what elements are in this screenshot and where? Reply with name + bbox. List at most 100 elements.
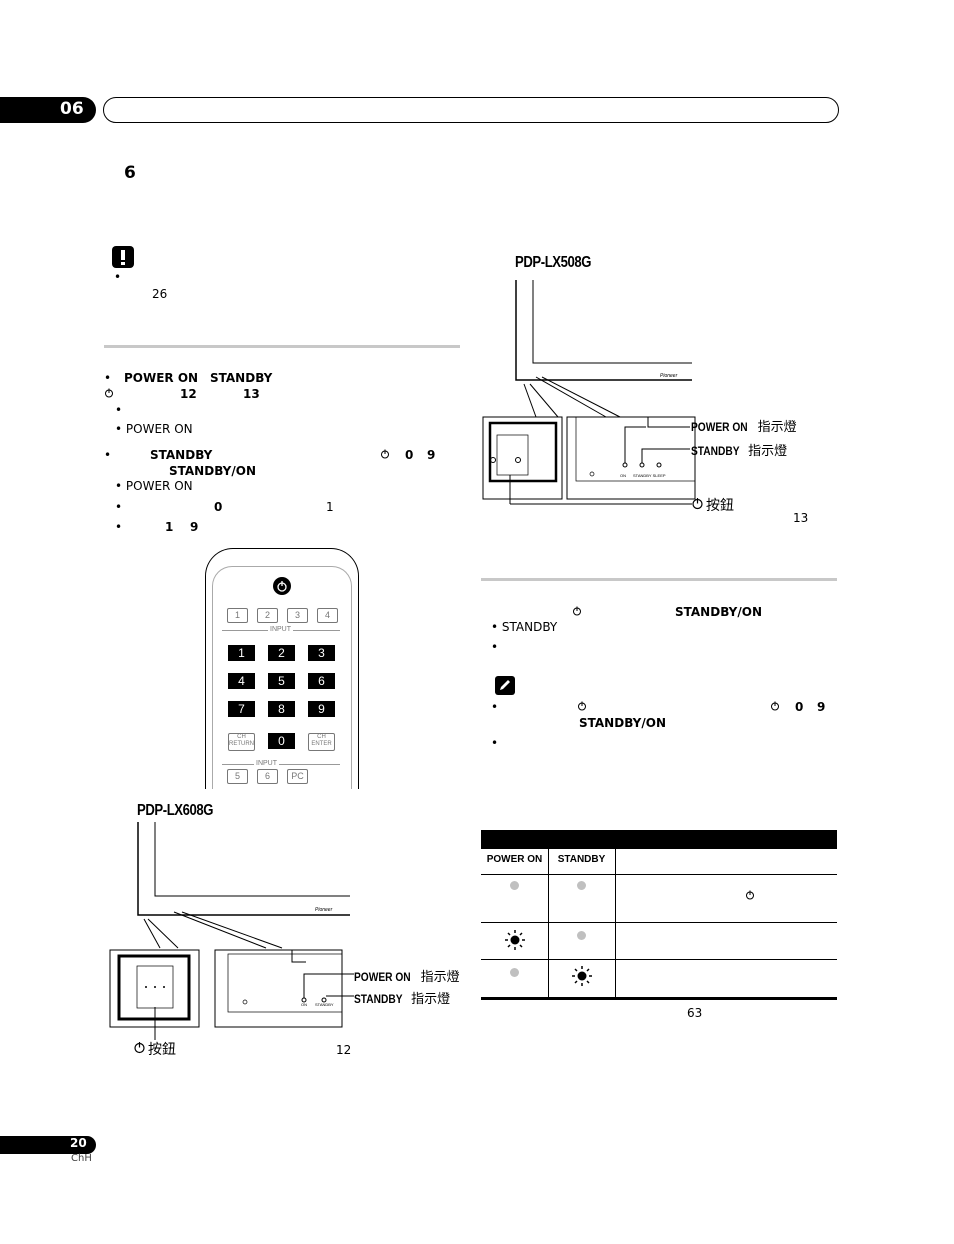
remote-ch-return[interactable]: CH RETURN — [228, 733, 255, 751]
bullet-6-zero: 0 — [214, 500, 223, 514]
bullet-3: • POWER ON — [115, 422, 193, 436]
remote-num-7[interactable]: 7 — [228, 701, 255, 717]
power-off-bullet-1: • STANDBY — [491, 620, 558, 634]
note-nine: 9 — [817, 700, 826, 714]
led-off-icon — [510, 968, 519, 977]
col-power-on: POWER ON — [486, 854, 543, 865]
chapter-title-bar — [103, 97, 839, 123]
important-bullet: • — [114, 270, 122, 284]
panel-standby-label: STANDBY — [315, 1002, 334, 1007]
remote-input-4[interactable]: 4 — [317, 608, 338, 623]
remote-num-9[interactable]: 9 — [308, 701, 335, 717]
bullet-5: • POWER ON — [115, 479, 193, 493]
remote-control — [205, 548, 359, 789]
brand-logo: Pioneer — [315, 907, 333, 913]
power-icon — [381, 449, 389, 459]
remote-input-6[interactable]: 6 — [257, 769, 278, 784]
remote-input-label-2: INPUT — [254, 760, 279, 767]
chapter-number: 06 — [60, 99, 84, 119]
bullet-1-ref-b: 13 — [243, 387, 260, 401]
remote-num-0[interactable]: 0 — [268, 733, 295, 749]
remote-input-1[interactable]: 1 — [227, 608, 248, 623]
bullet-4-zero: 0 — [405, 448, 414, 462]
lx608-diagram: Pioneer ON STANDBY — [109, 822, 354, 1040]
power-off-bullet-2: • — [491, 640, 499, 654]
remote-num-1[interactable]: 1 — [228, 645, 255, 661]
table-header-bar — [481, 830, 837, 849]
chapter-tab — [0, 97, 96, 123]
bullet-1-ref-a: 12 — [180, 387, 197, 401]
model-lx608: PDP-LX608G — [137, 802, 214, 819]
bullet-4-nine: 9 — [427, 448, 436, 462]
language-code: ChH — [71, 1153, 92, 1164]
table-page-ref: 63 — [687, 1006, 703, 1020]
remote-input-2[interactable]: 2 — [257, 608, 278, 623]
important-icon — [112, 246, 134, 268]
led-lit-icon — [572, 966, 592, 986]
remote-num-6[interactable]: 6 — [308, 673, 335, 689]
power-icon — [105, 388, 113, 398]
power-icon — [771, 701, 779, 711]
col-standby: STANDBY — [557, 854, 606, 865]
standby-on-text: STANDBY/ON — [675, 605, 762, 619]
remote-num-3[interactable]: 3 — [308, 645, 335, 661]
note-standby-on: STANDBY/ON — [579, 716, 666, 730]
note-bullet-1: • — [491, 700, 499, 714]
bullet-4: • — [104, 448, 112, 462]
section-rule — [104, 345, 460, 348]
led-off-icon — [577, 881, 586, 890]
bullet-7-one: 1 — [165, 520, 174, 534]
bullet-7-nine: 9 — [190, 520, 199, 534]
led-off-icon — [577, 931, 586, 940]
power-icon — [134, 1042, 145, 1054]
note-bullet-2: • — [491, 736, 499, 750]
indicator-table: POWER ON STANDBY — [481, 849, 837, 1000]
bullet-7: • — [115, 520, 123, 534]
remote-inner — [212, 566, 352, 789]
note-zero: 0 — [795, 700, 804, 714]
brand-logo: Pioneer — [660, 373, 678, 379]
lx508-page-ref: 13 — [793, 511, 809, 525]
model-lx508: PDP-LX508G — [515, 254, 592, 271]
remote-num-5[interactable]: 5 — [268, 673, 295, 689]
panel-on-label: ON — [620, 473, 626, 478]
remote-ch-enter[interactable]: CH ENTER — [308, 733, 335, 751]
remote-power-button[interactable] — [272, 576, 292, 596]
bullet-4-standby-on: STANDBY/ON — [169, 464, 256, 478]
important-page-ref: 26 — [152, 287, 168, 301]
panel-on-label: ON — [301, 1002, 307, 1007]
lx608-page-ref: 12 — [336, 1043, 352, 1057]
led-off-icon — [510, 881, 519, 890]
note-pencil-icon — [495, 676, 515, 695]
section-number: 6 — [124, 163, 136, 183]
remote-num-8[interactable]: 8 — [268, 701, 295, 717]
page-tab — [0, 1136, 96, 1154]
remote-input-5[interactable]: 5 — [227, 769, 248, 784]
bullet-2: • — [115, 403, 123, 417]
bullet-1: • POWER ON STANDBY — [104, 371, 273, 385]
section-rule — [481, 578, 837, 581]
power-icon — [746, 890, 754, 900]
lx508-power-button-callout: 按鈕 — [706, 497, 734, 513]
panel-standby-sleep-label: STANDBY SLEEP — [633, 473, 666, 478]
power-icon — [578, 701, 586, 711]
bullet-6-one: 1 — [326, 500, 334, 514]
remote-num-2[interactable]: 2 — [268, 645, 295, 661]
remote-num-4[interactable]: 4 — [228, 673, 255, 689]
led-lit-icon — [505, 930, 525, 950]
bullet-4-standby: STANDBY — [150, 448, 213, 462]
divider — [222, 764, 340, 765]
remote-input-pc[interactable]: PC — [287, 769, 308, 784]
power-icon — [692, 498, 703, 510]
remote-input-label: INPUT — [268, 626, 293, 633]
page-number: 20 — [70, 1136, 87, 1150]
remote-input-3[interactable]: 3 — [287, 608, 308, 623]
lx508-diagram: Pioneer ON STANDBY SLEEP — [482, 280, 696, 505]
lx608-power-button-callout: 按鈕 — [148, 1041, 176, 1057]
power-icon — [573, 606, 581, 616]
bullet-6: • — [115, 500, 123, 514]
